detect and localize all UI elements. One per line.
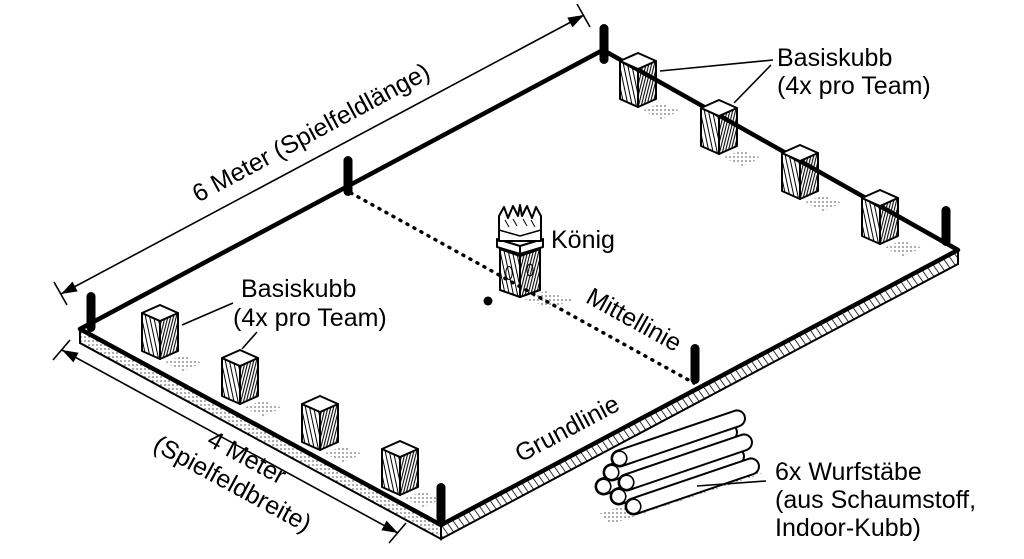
center-line [349, 191, 696, 385]
crown [498, 204, 542, 242]
basiskubb-bottom-line1: Basiskubb [241, 275, 356, 303]
dimension-length [53, 3, 591, 306]
corner-peg [941, 206, 951, 246]
dimension-width [52, 339, 407, 544]
leader-lines [181, 59, 774, 487]
sticks-label: 6x Wurfstäbe (aus Schaumstoff, Indoor-Ku… [775, 458, 976, 542]
arrowhead [381, 520, 398, 533]
corner-peg [599, 24, 609, 64]
basiskubb-top-line1: Basiskubb [777, 44, 892, 72]
sticks-label-line3: Indoor-Kubb) [775, 514, 921, 542]
corner-peg [436, 483, 446, 523]
arrowhead [61, 281, 78, 294]
basiskubb-label-bottom: Basiskubb (4x pro Team) [233, 275, 387, 332]
king-label: König [551, 226, 615, 254]
king-figure [496, 204, 573, 308]
basiskubb-label-top: Basiskubb (4x pro Team) [777, 44, 931, 100]
arrowhead [567, 15, 584, 28]
arrowhead [62, 350, 79, 363]
throwing-sticks [592, 407, 763, 524]
midline-peg [690, 344, 700, 384]
corner-peg [86, 292, 96, 332]
midline-peg [343, 156, 353, 196]
sticks-label-line1: 6x Wurfstäbe [775, 458, 922, 486]
field-center-dot [483, 296, 493, 306]
sticks-label-line2: (aus Schaumstoff, [775, 486, 976, 514]
basiskubb-top-line2: (4x pro Team) [777, 72, 931, 100]
basiskubb-bottom-line2: (4x pro Team) [233, 304, 387, 332]
